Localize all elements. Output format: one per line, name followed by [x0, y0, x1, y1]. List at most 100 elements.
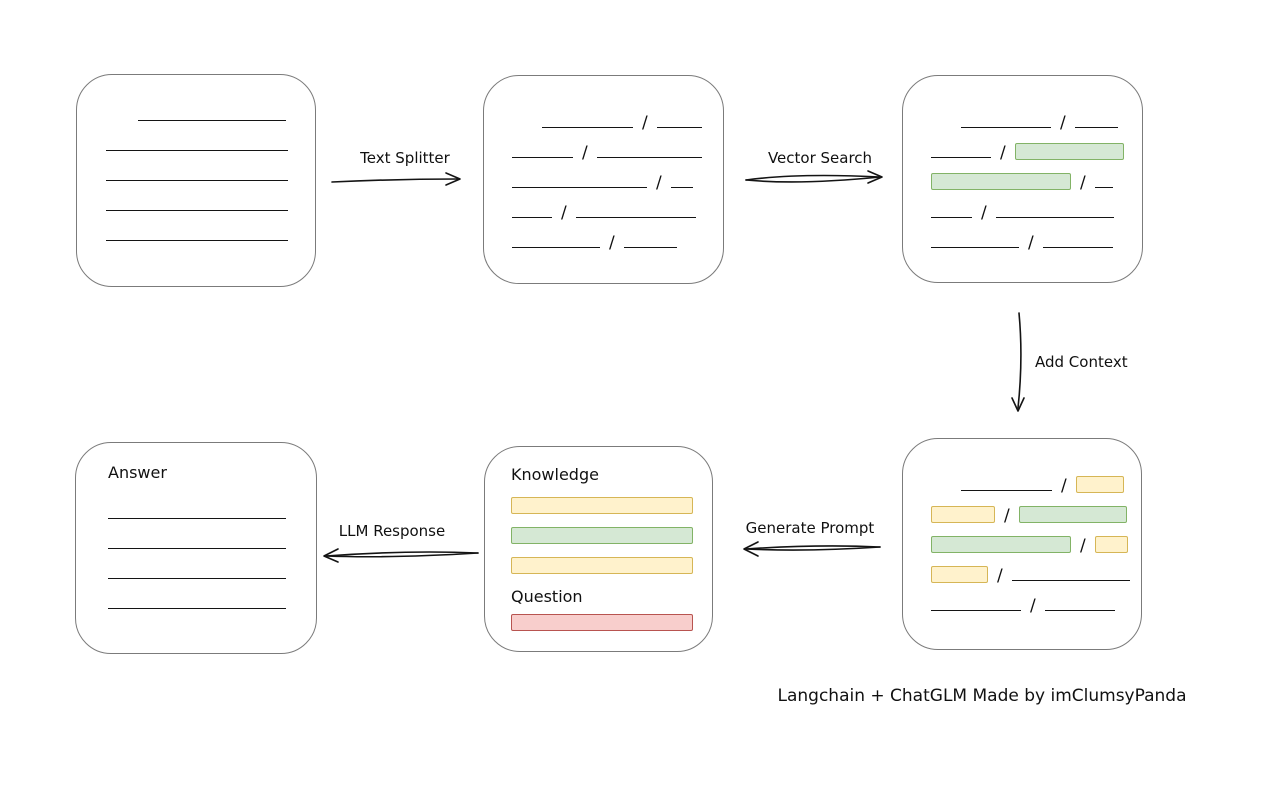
highlight-yellow [931, 506, 995, 523]
text-line [931, 157, 991, 158]
yellow-bar [511, 557, 693, 574]
pattern-row: / [931, 491, 1141, 525]
indent-spacer [106, 120, 138, 121]
text-line [512, 217, 552, 218]
slash-separator: / [1000, 143, 1006, 163]
generate-prompt-arrow [743, 541, 881, 557]
context-box: / / / / / [902, 438, 1142, 650]
slash-separator: / [656, 173, 662, 193]
pattern-row: / [931, 128, 1142, 162]
add-context-label: Add Context [1035, 353, 1128, 371]
pattern-row [108, 549, 316, 579]
pattern-row: / [512, 158, 723, 192]
slash-separator: / [1004, 506, 1010, 526]
text-line [1011, 580, 1130, 581]
pattern-row [108, 489, 316, 519]
text-line [512, 157, 573, 158]
slash-separator: / [1028, 233, 1034, 253]
text-line [931, 610, 1021, 611]
credit-text: Langchain + ChatGLM Made by imClumsyPand… [777, 686, 1187, 706]
slash-separator: / [609, 233, 615, 253]
document-lines [77, 75, 315, 241]
question-bars [511, 614, 712, 631]
pattern-row: / [931, 218, 1142, 252]
indent-spacer [931, 490, 961, 491]
text-splitter-label: Text Splitter [360, 149, 450, 167]
pattern-row: / [931, 158, 1142, 192]
pattern-row: / [931, 551, 1141, 585]
knowledge-label: Knowledge [511, 465, 599, 484]
pattern-row: / [512, 98, 723, 132]
yellow-bar [511, 497, 693, 514]
pattern-row [108, 579, 316, 609]
slash-separator: / [1080, 173, 1086, 193]
highlight-yellow [1075, 476, 1124, 493]
pattern-row [106, 91, 315, 121]
highlight-green [1018, 506, 1127, 523]
pattern-row: / [512, 188, 723, 222]
generate-prompt-label: Generate Prompt [745, 519, 875, 537]
text-line [961, 490, 1052, 491]
slash-separator: / [1060, 113, 1066, 133]
text-line [656, 127, 702, 128]
search-result-lines: ///// [903, 76, 1142, 252]
llm-response-arrow [323, 548, 479, 563]
text-line [596, 157, 702, 158]
chunk-lines: / / / / / [484, 76, 723, 252]
slash-separator: / [1030, 596, 1036, 616]
text-line [623, 247, 677, 248]
slash-separator: / [1061, 476, 1067, 496]
pattern-row [106, 181, 315, 211]
slash-separator: / [582, 143, 588, 163]
red-bar [511, 614, 693, 631]
context-lines: / / / / / [903, 439, 1141, 615]
text-line [1074, 127, 1118, 128]
pattern-row: / [931, 461, 1141, 495]
slash-separator: / [997, 566, 1003, 586]
llm-response-label: LLM Response [338, 522, 446, 540]
pattern-row [108, 519, 316, 549]
text-line [108, 518, 286, 519]
slash-separator: / [1080, 536, 1086, 556]
text-line [108, 578, 286, 579]
question-label: Question [511, 587, 583, 606]
pattern-row [106, 121, 315, 151]
highlight-yellow [1094, 536, 1128, 553]
text-line [542, 127, 633, 128]
text-line [1094, 187, 1113, 188]
text-line [1042, 247, 1113, 248]
document-box [76, 74, 316, 287]
knowledge-bars [511, 497, 712, 574]
text-splitter-arrow [331, 172, 461, 186]
slash-separator: / [561, 203, 567, 223]
text-line [106, 210, 288, 211]
add-context-arrow [1011, 312, 1025, 412]
highlight-yellow [931, 566, 988, 583]
vector-search-arrow [745, 170, 883, 184]
indent-spacer [931, 127, 961, 128]
text-line [512, 187, 647, 188]
text-line [106, 240, 288, 241]
text-chunks-box: / / / / / [483, 75, 724, 284]
highlight-green [931, 173, 1071, 190]
text-line [108, 548, 286, 549]
vector-search-label: Vector Search [767, 149, 873, 167]
highlight-green [1014, 143, 1124, 160]
text-line [995, 217, 1114, 218]
text-line [931, 217, 972, 218]
pattern-row: / [512, 128, 723, 162]
answer-lines [76, 483, 316, 609]
pattern-row: / [931, 188, 1142, 222]
text-line [931, 247, 1019, 248]
pattern-row: / [931, 98, 1142, 132]
text-line [512, 247, 600, 248]
highlight-green [931, 536, 1071, 553]
text-line [106, 150, 288, 151]
pattern-row: / [931, 521, 1141, 555]
text-line [670, 187, 693, 188]
text-line [108, 608, 286, 609]
text-line [961, 127, 1051, 128]
slash-separator: / [642, 113, 648, 133]
